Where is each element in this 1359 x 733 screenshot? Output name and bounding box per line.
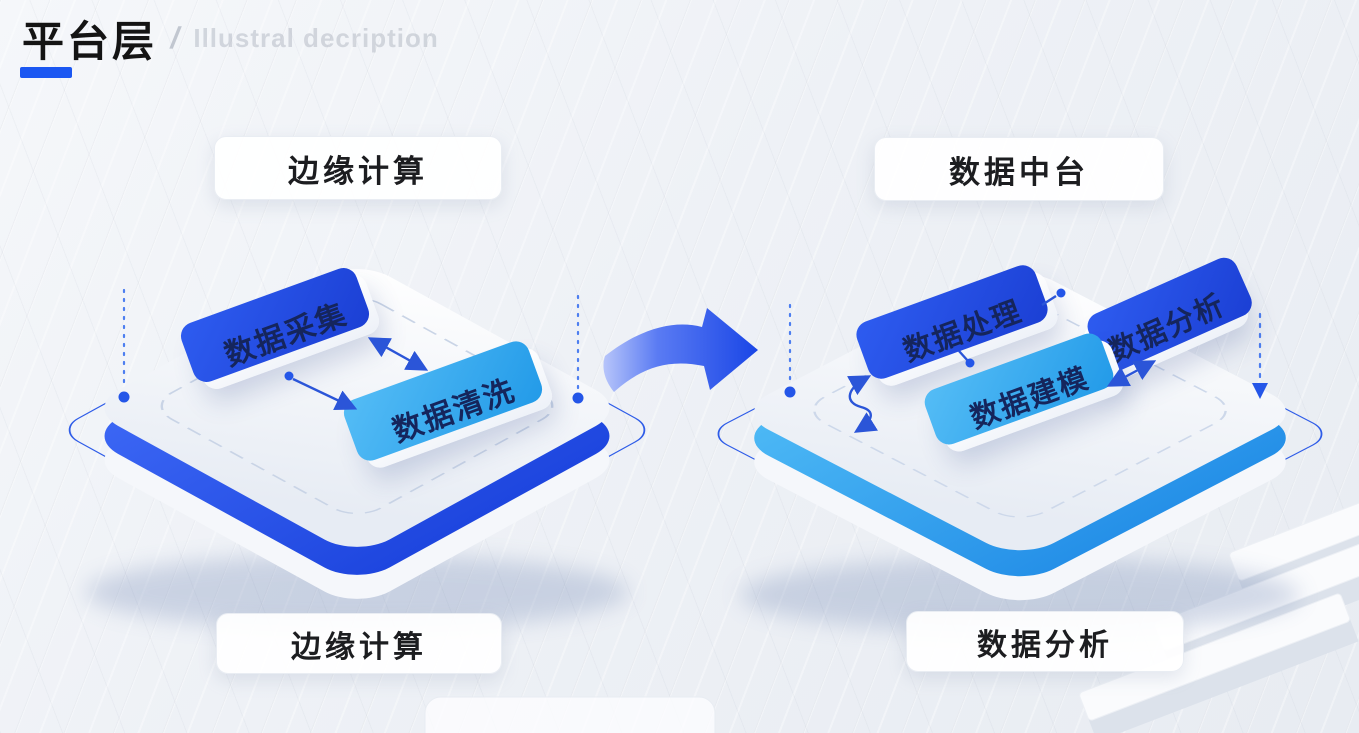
drop-arrowhead-icon	[1252, 383, 1268, 399]
link-dots	[284, 288, 1066, 381]
link-dot	[965, 358, 975, 368]
link-dot	[1056, 288, 1066, 298]
collect-clean-double-arrow	[367, 337, 429, 371]
title-block: 平台层 / Illustral decription	[22, 8, 439, 69]
left-platform-dashed-outline	[160, 297, 554, 515]
page-title: 平台层	[22, 18, 158, 65]
title-underline	[20, 67, 72, 78]
label-data-middle-platform: 数据中台	[874, 137, 1164, 201]
cycle-arrow	[847, 375, 878, 433]
label-edge-computing-bottom: 边缘计算	[216, 613, 502, 674]
flow-arrow-icon	[603, 308, 758, 392]
corner-dot	[572, 392, 584, 404]
process-analyze-link	[1041, 294, 1057, 307]
corner-drop-lines	[122, 288, 1262, 392]
link-dot	[284, 371, 294, 381]
decorative-slab	[424, 696, 716, 733]
decorative-steps	[424, 475, 1359, 733]
corner-dots	[118, 383, 1268, 404]
model-analyze-double-arrow	[1106, 360, 1157, 387]
label-data-analysis-bottom: 数据分析	[906, 611, 1184, 672]
process-model-link	[958, 350, 969, 362]
corner-dot	[784, 386, 796, 398]
label-edge-computing-top: 边缘计算	[214, 136, 502, 200]
collect-clean-link	[292, 377, 358, 411]
page-subtitle: Illustral decription	[193, 23, 439, 53]
corner-dot	[118, 391, 130, 403]
